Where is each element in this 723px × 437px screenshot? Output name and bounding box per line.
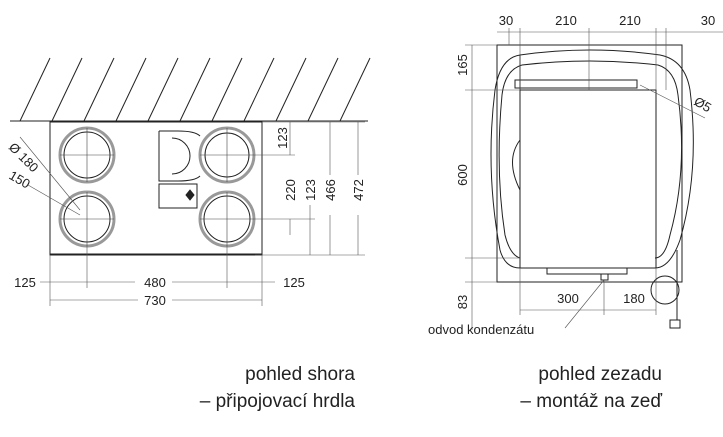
dim-left-offset: 125: [14, 275, 36, 290]
dim-83: 83: [455, 295, 470, 309]
dim-123-top: 123: [275, 127, 290, 149]
unit-body: [519, 89, 657, 269]
wall-hatching: [10, 57, 371, 122]
dim-180: 180: [623, 291, 645, 306]
dim-hole-diameter: Ø5: [692, 94, 715, 116]
caption-back-view-sub: – montáž na zeď: [520, 391, 662, 412]
control-panel: [158, 130, 201, 209]
condensate-drain-label: odvod kondenzátu: [428, 322, 534, 337]
cable-coil: [650, 275, 680, 305]
dim-30-right: 30: [701, 13, 715, 28]
dim-210-left: 210: [555, 13, 577, 28]
unit-body: [49, 121, 263, 256]
dim-total-width: 730: [144, 293, 166, 308]
dim-600: 600: [455, 164, 470, 186]
back-view: 30 210 210 30 165 600 83 300 180 Ø5 odvo…: [428, 13, 723, 412]
top-view: 125 480 125 730 123 220 123 466 472 Ø 18…: [6, 57, 371, 412]
duct-connector: [198, 126, 256, 184]
caption-top-view-sub: – připojovací hrdla: [200, 391, 356, 412]
dim-472: 472: [351, 179, 366, 201]
dim-300: 300: [557, 291, 579, 306]
caption-back-view: pohled zezadu: [538, 364, 662, 385]
dim-210-right: 210: [619, 13, 641, 28]
duct-connector: [58, 126, 116, 184]
duct-connector: [58, 190, 116, 248]
dim-right-offset: 125: [283, 275, 305, 290]
mounting-frame: [490, 49, 694, 269]
dim-30-left: 30: [499, 13, 513, 28]
dim-220: 220: [283, 179, 298, 201]
caption-top-view: pohled shora: [245, 364, 355, 385]
dim-center-distance: 480: [144, 275, 166, 290]
dim-123: 123: [303, 179, 318, 201]
horizontal-dimensions: [19, 121, 365, 306]
duct-connector: [198, 190, 256, 248]
dim-outer-diameter: Ø 180: [6, 140, 42, 176]
dim-165: 165: [455, 54, 470, 76]
back-dimensions: [465, 28, 723, 330]
dim-466: 466: [323, 179, 338, 201]
